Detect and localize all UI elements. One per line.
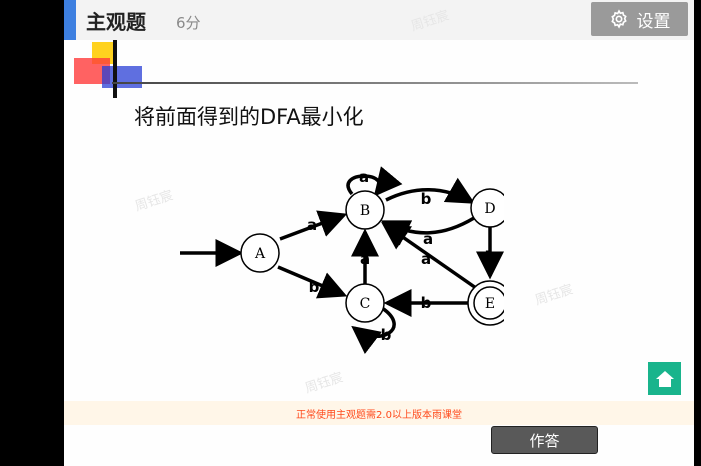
title-divider [112,82,638,84]
label-a-c: b [309,278,320,296]
label-b-d: b [421,190,432,208]
header-accent [64,0,76,40]
question-text: 将前面得到的DFA最小化 [134,105,364,129]
label-e-c: b [421,294,432,312]
state-a-circle [240,233,280,273]
state-b-label: B [360,203,370,219]
home-button[interactable] [648,362,681,395]
score-badge: 6分 [176,14,201,32]
label-d-b: a [423,230,433,248]
edge-a-b [279,210,348,241]
edge-b-b [346,166,403,197]
label-e-b: a [421,250,431,268]
state-b-circle [345,190,385,230]
slide-decoration-logo [74,40,142,98]
state-d-circle [470,188,504,228]
watermark: 周钰宸 [533,282,575,309]
dfa-diagram: a b a b a b a b a b A B C D E [180,166,504,355]
settings-label: 设置 [636,11,671,32]
header-bar: 主观题 6分 设置 [64,0,694,40]
label-a-b: a [307,216,317,234]
state-a-label: A [254,246,266,262]
slide-panel: 主观题 6分 设置 将前面得到的DFA最小化 [64,0,694,466]
label-d-e: b [485,248,496,266]
watermark: 周钰宸 [303,370,345,397]
state-c-circle [345,283,385,323]
label-c-b: a [360,250,370,268]
label-c-c: b [381,326,392,344]
edge-a-c [277,265,348,299]
state-e-inner-circle [473,286,504,320]
settings-button[interactable]: 设置 [591,2,688,36]
home-icon [655,370,674,387]
state-d-label: D [484,201,495,217]
state-e-label: E [485,296,495,312]
edge-b-d [385,177,476,204]
page-title: 主观题 [86,10,146,34]
label-b-b: a [359,168,369,186]
edge-e-b [381,222,477,290]
state-c-label: C [360,296,371,312]
version-notice: 正常使用主观题需2.0以上版本雨课堂 [64,401,694,425]
gear-icon [610,9,627,29]
answer-button[interactable]: 作答 [491,426,598,454]
